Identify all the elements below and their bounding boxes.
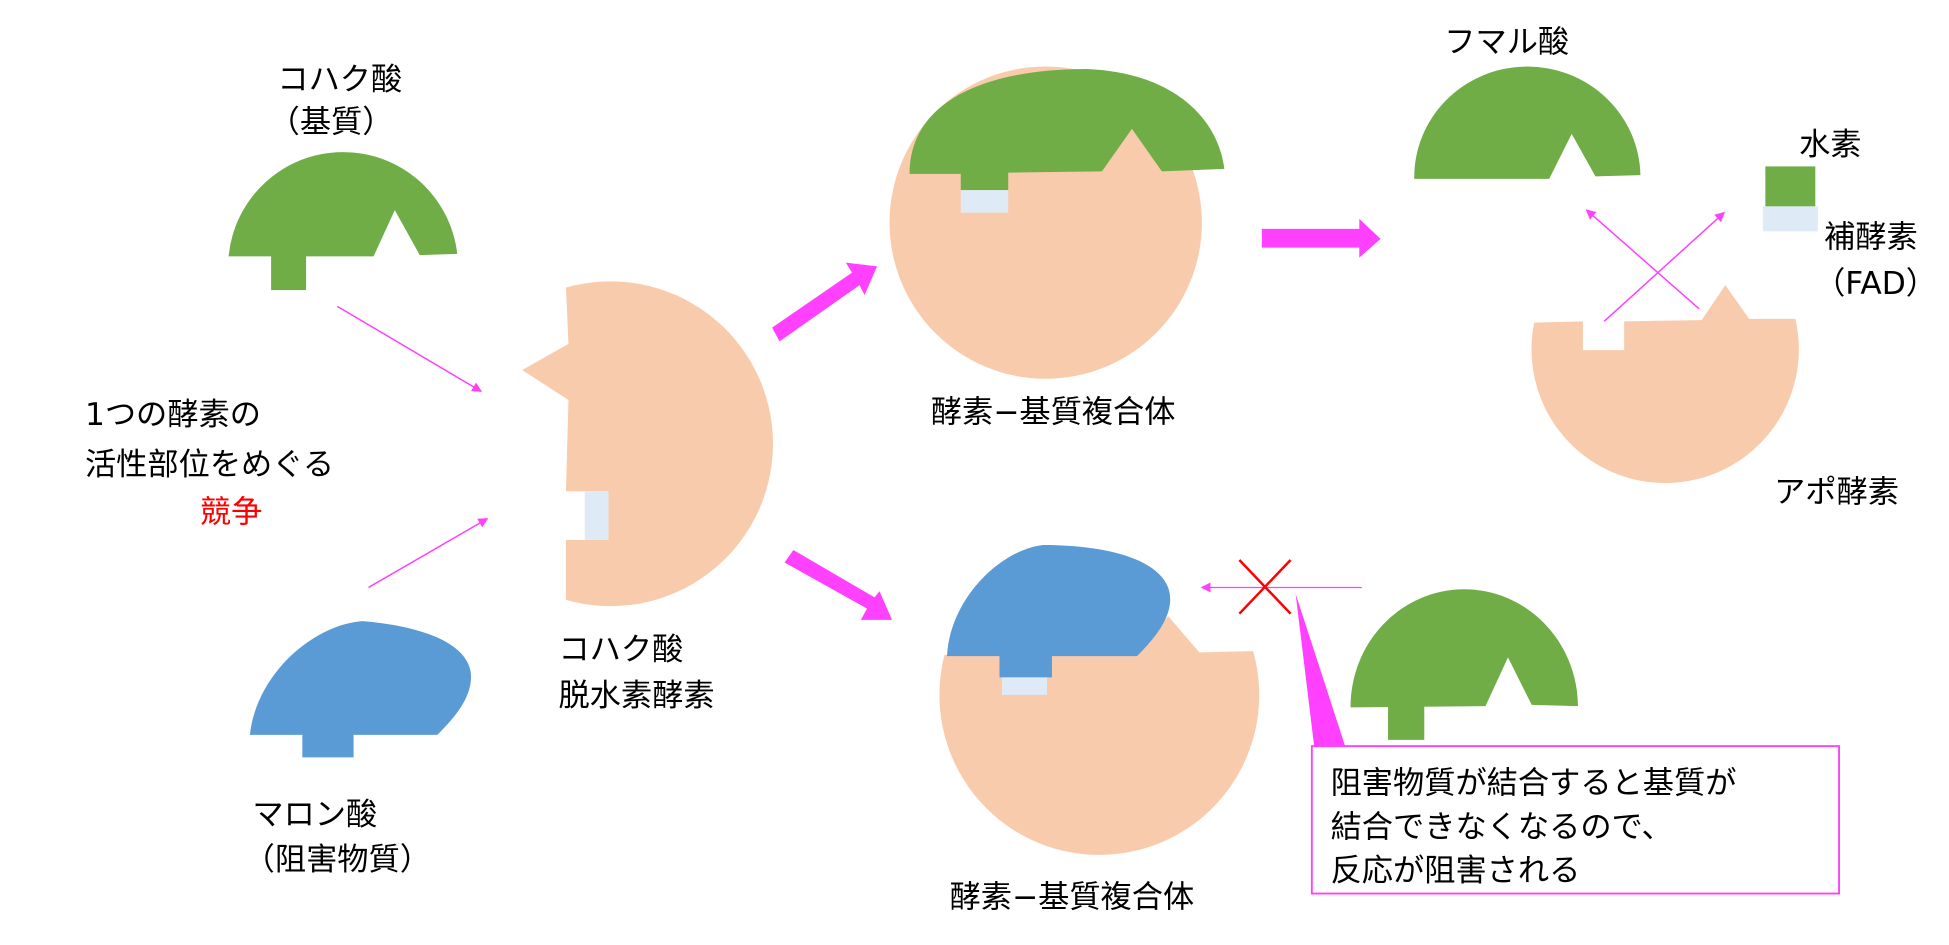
enzyme-inhibitor-complex-bottom <box>939 544 1260 855</box>
apoenzyme-shape <box>1531 285 1799 484</box>
thick-arrow-down-right <box>784 549 893 620</box>
succinate-label: コハク酸 <box>277 62 402 98</box>
callout-pointer <box>1295 593 1346 748</box>
enzyme-substrate-complex-top <box>889 66 1225 379</box>
blocked-x-icon <box>1238 559 1292 615</box>
competition-line1: 1つの酵素の <box>85 397 261 433</box>
fumarate-label: フマル酸 <box>1444 25 1569 61</box>
thick-arrow-right <box>1261 218 1381 258</box>
coenzyme-label: 補酵素 <box>1824 220 1918 256</box>
succinate-substrate-shape <box>228 152 458 291</box>
apoenzyme-label: アポ酵素 <box>1774 474 1899 510</box>
callout-box <box>1310 745 1840 895</box>
substrate-to-enzyme-arrow <box>336 305 483 392</box>
fumarate-shape <box>1414 66 1641 179</box>
inhibitor-label: （阻害物質） <box>244 842 431 878</box>
complex-top-label: 酵素−基質複合体 <box>931 395 1176 431</box>
callout-line2: 結合できなくなるので、 <box>1331 809 1673 845</box>
inhibitor-to-enzyme-arrow <box>368 518 489 589</box>
complex-bottom-label: 酵素−基質複合体 <box>950 879 1195 915</box>
malonate-inhibitor-shape <box>249 621 472 758</box>
callout-line3: 反応が阻害される <box>1331 853 1581 889</box>
fad-label: （FAD） <box>1814 266 1937 302</box>
competition-line2: 活性部位をめぐる <box>85 447 334 483</box>
thick-arrow-up-right <box>772 262 878 342</box>
malonate-label: マロン酸 <box>252 797 377 833</box>
hydrogen-label: 水素 <box>1799 127 1861 163</box>
succinate-blocked-shape <box>1350 589 1578 740</box>
callout-line1: 阻害物質が結合すると基質が <box>1331 766 1737 802</box>
hydrogen-shape <box>1765 166 1816 207</box>
enzyme-label-line2: 脱水素酵素 <box>558 678 714 714</box>
fad-coenzyme-shape <box>1762 206 1818 232</box>
succinate-dehydrogenase-shape <box>522 281 773 607</box>
competition-word: 競争 <box>200 494 262 530</box>
enzyme-label-line1: コハク酸 <box>558 632 683 668</box>
release-arrow-hydrogen <box>1603 211 1726 322</box>
release-arrow-fumarate <box>1585 209 1700 310</box>
substrate-label: （基質） <box>269 105 394 141</box>
